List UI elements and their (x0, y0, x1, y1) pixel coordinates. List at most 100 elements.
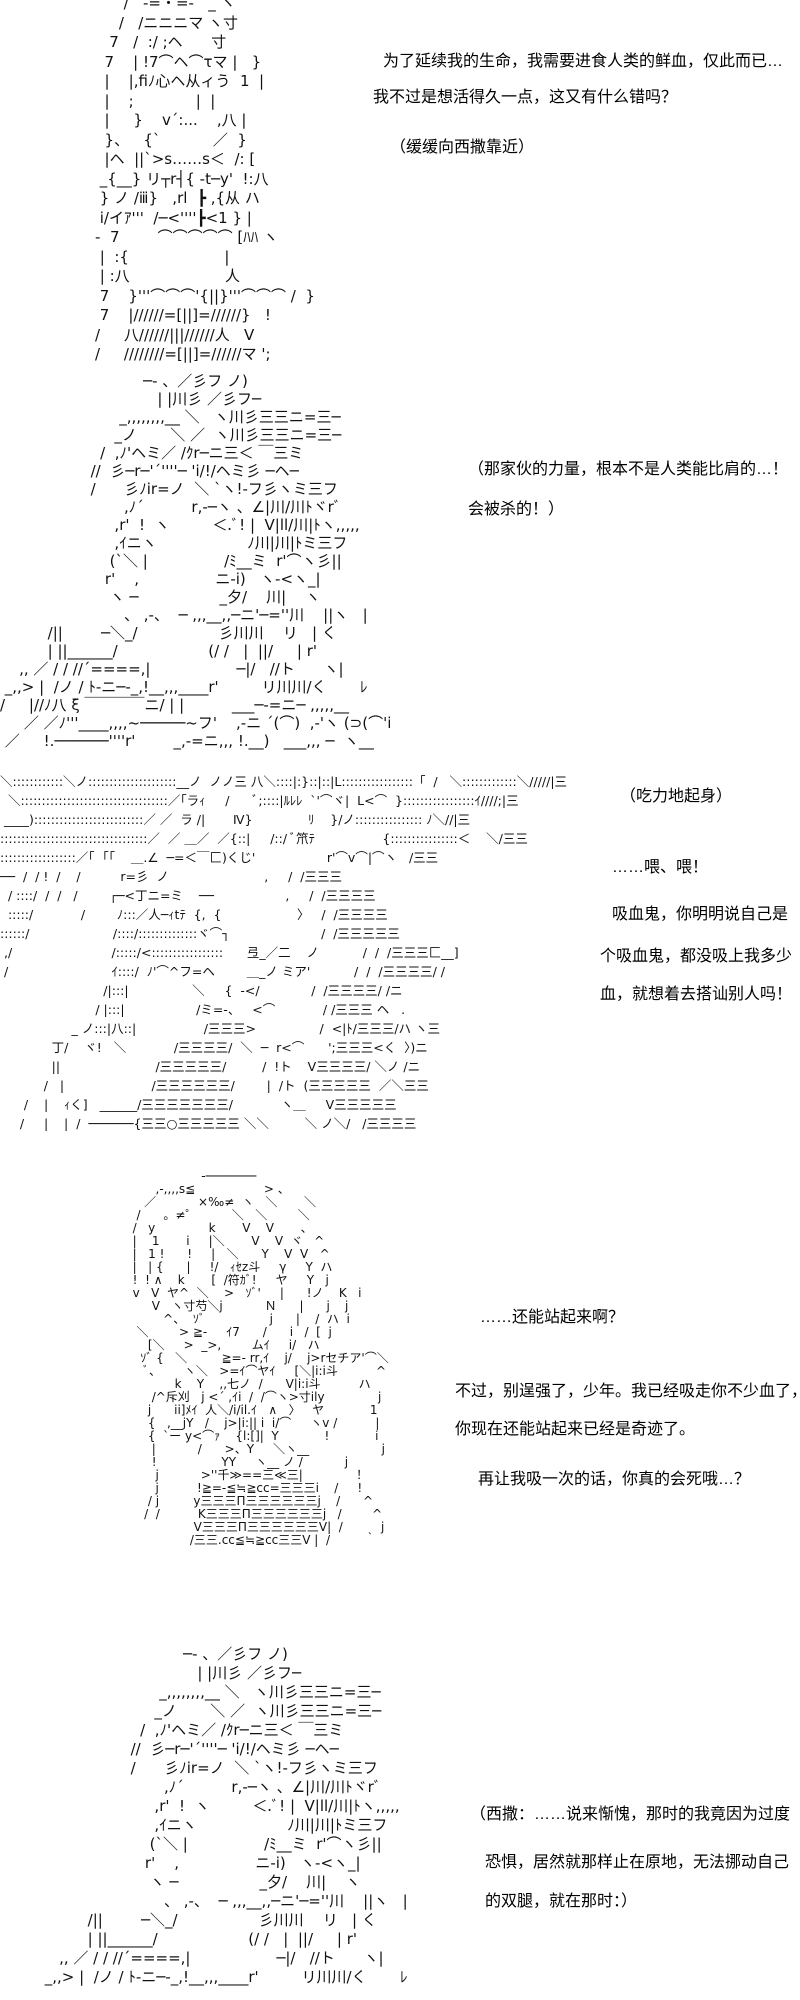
ascii-art-line: /|| ─＼_/ 彡川川 リ | く (40, 1911, 377, 1929)
ascii-art-line: ‐─────── (125, 1169, 257, 1183)
ascii-art-line: ,r' ! ヽ ＜.ﾞ! | V|ll/川|ﾄヽ,,,,, (40, 1797, 400, 1815)
dialogue-line: ……还能站起来啊？ (480, 1308, 625, 1328)
ascii-art-line: | |,fiﾉ心ヘ从ィう 1 | (95, 72, 265, 90)
ascii-art-line: ／ !.──────''''r' _,-=ニ,,, !.__) ___,,, ─… (0, 732, 374, 750)
ascii-art-line: ─- 、／彡フ ノ) (40, 1645, 288, 1663)
dialogue-line: 再让我吸一次的话，你真的会死哦…？ (478, 1470, 751, 1490)
ascii-art-line: (`＼ | /ﾐ__ミ r'⌒ヽ彡|| (40, 1835, 382, 1853)
ascii-art-line: ── / / ! / / r=彡 ノ , / /三三三 (0, 869, 342, 884)
ascii-art-line: 7 }'''⌒⌒⌒'{||}'''⌒⌒⌒ / } (95, 286, 315, 305)
ascii-art-line: ＼::::::::::::＼ノ:::::::::::::::::::::__ノ … (0, 774, 568, 789)
ascii-art-line: / ,ﾉ'ヘミ／ /ｸr─ニ三＜ ￣三ミ (40, 1721, 344, 1739)
ascii-art-line: / ｲ::::/ ﾉ'⌒^フ=ヘ ＿_ノ ミア' / / /三三三三/ / (0, 964, 445, 979)
ascii-art-jojo-standing-up: ＼::::::::::::＼ノ:::::::::::::::::::::__ノ … (0, 772, 588, 1133)
ascii-art-line: (`＼ | /ﾐ__ミ r'⌒ヽ彡|| (0, 552, 342, 570)
ascii-art-line: ,ｲニヽ ﾉ川|川|ﾄミ三フ (40, 1816, 388, 1834)
ascii-art-line: | ||______/ (/ / | ||/ | r' (0, 642, 317, 660)
ascii-art-line: ! ! ∧ k [ /符ｶﾞ! ヤ Y j (125, 1273, 329, 1287)
ascii-art-line: ,ｲニヽ ﾉ川|川|ﾄミ三フ (0, 534, 348, 552)
ascii-art-line: /|:::| ＼ { -</ / /三三三三/ /ニ (0, 983, 403, 998)
ascii-art-line: _{__} リ┬r┤{ -t─y' !:八 (95, 169, 269, 188)
ascii-art-line: / ,ﾉ'ヘミ／ /ｸr─ニ三＜ ￣三ミ (0, 444, 304, 462)
ascii-art-caesar-shocked: ─- 、／彡フ ノ) | |川彡 ／彡フ─ _,,,,,,,,__ ＼ ヽ川彡三… (40, 1645, 460, 1987)
ascii-art-line: | ||______/ (/ / | ||/ | r' (40, 1930, 357, 1948)
ascii-art-line: / / K三三三Π三三三三三三j / ^ (125, 1507, 383, 1521)
narration-line: 恐惧，居然就那样止在原地，无法挪动自己 (485, 1853, 790, 1873)
ascii-art-line: r' , ニ-i) ヽ-<ヽ_| (40, 1854, 361, 1872)
ascii-art-line: { ,__jY / j>|i:|| i i/⌒ ヽv / | (125, 1416, 380, 1430)
ascii-art-line: / |:::| /ミ=-、 <⌒ / /三三三 ヘ . (0, 1002, 406, 1017)
ascii-art-line: |ヘ ||`>s……s＜ /: [ (95, 150, 256, 168)
ascii-art-line: _,,,,,,,,__ ＼ ヽ川彡三三ニ=三─ (0, 408, 341, 426)
ascii-art-line: / | /三三三三三三/ | /ト (三三三三三 ／＼三三 (0, 1078, 429, 1093)
inner-monologue-line: （那家伙的力量，根本不是人类能比肩的…！ (468, 460, 789, 480)
ascii-art-line: r' , ニ-i) ヽ-<ヽ_| (0, 570, 321, 588)
dialogue-line: 为了延续我的生命，我需要进食人类的鲜血，仅此而已… (383, 52, 784, 72)
ascii-art-line: ＼:::::::::::::::::::::::::::::::::::／｢ラｨ… (0, 793, 519, 808)
ascii-art-line: ^、 ｿﾞ j | / ハ i (125, 1312, 350, 1326)
ascii-art-line: j !≧=-≦≒≧cc=三三三i / ! (125, 1481, 363, 1495)
ascii-art-line: / | | / ──────{三三○三三三三三 ＼＼ ＼ ノ＼/ /三三三三 (0, 1116, 417, 1131)
ascii-art-line: 7 / :/ ;ヘ 寸 (95, 33, 227, 51)
ascii-art-line: ,/ /:::::/<::::::::::::::::: 弖_／二 ノ / / … (0, 945, 459, 960)
ascii-art-line: // 彡─r─'´''''─ 'i/!/ヘミ彡 ─ヘ─ (40, 1740, 339, 1758)
ascii-art-line: ─- 、／彡フ ノ) (0, 372, 248, 390)
ascii-art-line: / j y三三三Π三三三三三三j / ^ (125, 1494, 374, 1508)
ascii-art-line: /|| ─＼_/ 彡川川 リ | く (0, 624, 337, 642)
dialogue-line: 个吸血鬼，都没吸上我多少 (600, 947, 793, 967)
ascii-art-line: / ////////=[||]=//////マ '; (95, 345, 271, 363)
ascii-art-line: | 1 ! ! | ＼ Y V V ^ (125, 1247, 330, 1261)
dialogue-line: 血，就想着去搭讪别人吗！ (600, 985, 793, 1005)
ascii-art-line: ／ ／ﾉ'''____,,,,~─────~フ' ,-ニ ´(⌒) ,-'ヽ (… (0, 714, 392, 732)
ascii-art-line: / ‐=・=‐ _ ヽ (95, 0, 236, 12)
ascii-art-line: | 1 i |＼ V V ヾ ^ (125, 1234, 325, 1248)
ascii-art-caesar-shocked: ─- 、／彡フ ノ) | |川彡 ／彡フ─ _,,,,,,,,__ ＼ ヽ川彡三… (0, 372, 458, 750)
ascii-art-line: | :{ | (95, 247, 230, 266)
ascii-art-line: [＼ > _>, ムｲ i/ ハ (125, 1338, 320, 1352)
ascii-art-line: - 7 ⌒⌒⌒⌒⌒ [ﾊﾊ ヽ (95, 228, 279, 246)
ascii-art-line: j >''千≫==三≪三| ！ (125, 1468, 369, 1482)
ascii-art-line: ,ﾉ´ r,-─ヽ 、∠|川/川ﾄヾrﾞ (40, 1778, 382, 1796)
ascii-art-line: :::::/ / ﾉ:::／人─ｨtﾃ {, { 〉 / /三三三三 (0, 907, 388, 922)
ascii-art-line: 7 |//////=[||]=//////} ! (95, 306, 271, 324)
ascii-art-line: | ; | | (95, 91, 216, 110)
ascii-art-line: ﾞ、 ヽ＼ >=ｲ⌒ヤｲ [＼|i:i斗 ^ (125, 1364, 387, 1378)
ascii-art-line: /^斥刈 j <´ ,ｲi / /⌒ヽ>寸ily j (125, 1390, 382, 1404)
ascii-art-line: / /ニニニマ ヽ寸 (95, 13, 239, 32)
ascii-art-line: 丁/ ヾ! ＼ /三三三三/ ＼ ─ r<⌒ ';三三三<く 〉)ニ (0, 1040, 428, 1055)
ascii-art-line: } ノ /ⅲ} ,rl ┣ ,{从 ハ (95, 189, 260, 207)
ascii-art-line: / ::::/ / / / ┌─<丁ニ=ミ ── , / /三三三三 (0, 888, 376, 903)
ascii-art-line: v V ヤ^ ＼ > ｿﾞ' | !ノ K i (125, 1286, 362, 1300)
ascii-art-line: _,,> | /ノ / ﾄ-ニ─-_,!__,,,____r' リ川川/く ﾚ (40, 1968, 408, 1986)
stage-direction: （缓缓向西撒靠近） (390, 138, 535, 158)
ascii-art-line: /三三.cc≦≒≧cc三三V | / ｀ (125, 1533, 377, 1547)
ascii-art-line: ,, ／ / / //´====,| ─|/ //ト ヽ| (40, 1949, 384, 1967)
ascii-art-line: 、 ,-、 ─ ,,,__,,─ニ'─=''川 ||ヽ | (0, 606, 368, 624)
ascii-art-line: | | { | !/ ｨｾz斗 γ Y ハ (125, 1260, 333, 1274)
ascii-art-line: _,,> | /ノ / ﾄ-ニ─-_,!__,,,____r' リ川川/く ﾚ (0, 678, 368, 696)
ascii-art-line: ＼ > ≧- ｲ7 / i / [ j (125, 1325, 332, 1339)
ascii-art-line: // 彡─r─'´''''─ 'i/!/ヘミ彡 ─ヘ─ (0, 462, 299, 480)
ascii-art-line: _ノ ＼ ／ ヽ川彡三三ニ=三─ (40, 1702, 382, 1720)
ascii-art-line: i/イｱ''' /─<''''┣<1 } | (95, 208, 252, 227)
ascii-art-line: / |//ﾉ八 ξ ￣￣￣￣ニ/ | | ___─‐=ニ─ ,,,,,__ (0, 696, 349, 714)
ascii-art-line: || /三三三三三/ / !ト V三三三三/ ＼ノ /ニ (0, 1059, 421, 1074)
ascii-art-line: V ヽ寸芍＼j Ｎ | j j (125, 1299, 349, 1313)
ascii-art-line: ::::::/ /::::/::::::::::::::ヾ⌒┐ / /三三三三三 (0, 926, 400, 941)
ascii-art-line: / 彡ﾉir=ノ ＼ `ヽ!-フ彡ヽミ三フ (40, 1759, 378, 1777)
narration-line: （西撒：……说来惭愧，那时的我竟因为过度 (470, 1805, 791, 1825)
ascii-art-line: k Y ,,七ノ / V|i:i斗 ハ (125, 1377, 371, 1391)
ascii-art-line: ,r' ! ヽ ＜.ﾞ! | V|ll/川|ﾄヽ,,,,, (0, 516, 360, 534)
ascii-art-line: V三三三Π三三三三三三V| / j (125, 1520, 385, 1534)
ascii-art-line: ,-,,,,s≦ > 、 (125, 1182, 290, 1196)
ascii-art-line: ｿﾞ { ＼ ≧=- rr,ｲ j/ j>rセチア'⌒＼ (125, 1351, 389, 1365)
ascii-art-line: ! YY ヽ__ ノ / j (125, 1455, 349, 1469)
ascii-art-line: _ ノ:::|八::| /三三三> / <|ﾄ/三三三/ハ ヽ三 (0, 1021, 441, 1036)
dialogue-line: 你现在还能站起来已经是奇迹了。 (455, 1420, 696, 1440)
ascii-art-line: }、 {` ／ } (95, 130, 247, 149)
ascii-art-line: { `ー y<⌒ｧ {l:[]| Y ! i (125, 1429, 379, 1443)
stage-direction: （吃力地起身） (620, 787, 733, 807)
ascii-art-line: 7 | !7⌒ヘ⌒τマ | } (95, 52, 262, 71)
ascii-art-vampire-woman: / ‐=・=‐ _ ヽ / /ニニニマ ヽ寸 7 / :/ ;ヘ 寸 7 | !… (95, 0, 365, 365)
ascii-art-line: | |川彡 ／彡フ─ (0, 390, 262, 408)
